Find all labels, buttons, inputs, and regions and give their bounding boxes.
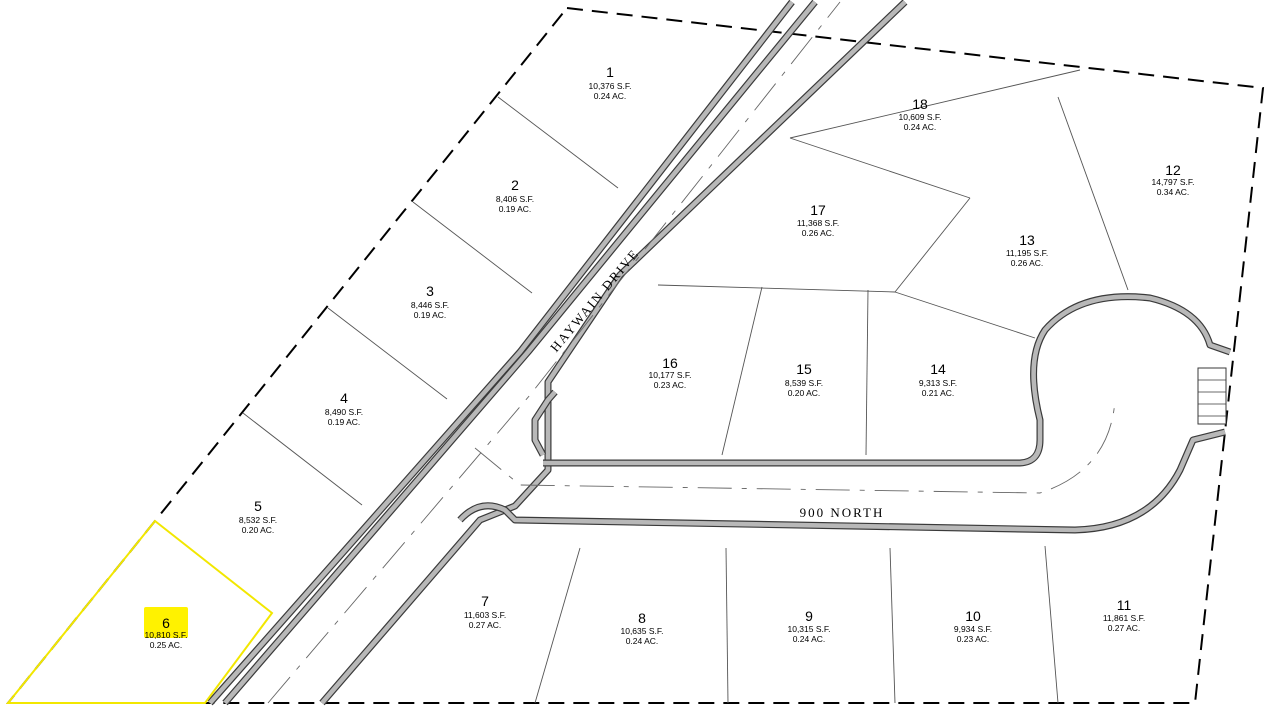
svg-text:10,177 S.F.: 10,177 S.F. <box>648 370 691 380</box>
lot-label-15[interactable]: 15 8,539 S.F. 0.20 AC. <box>785 361 823 398</box>
svg-text:0.27 AC.: 0.27 AC. <box>1108 623 1141 633</box>
svg-text:0.24 AC.: 0.24 AC. <box>626 636 659 646</box>
svg-text:8,406 S.F.: 8,406 S.F. <box>496 194 534 204</box>
svg-text:11: 11 <box>1117 597 1132 613</box>
svg-text:10: 10 <box>965 608 981 624</box>
svg-text:0.25 AC.: 0.25 AC. <box>150 640 183 650</box>
svg-text:2: 2 <box>511 177 519 193</box>
svg-text:8,446 S.F.: 8,446 S.F. <box>411 300 449 310</box>
svg-text:0.20 AC.: 0.20 AC. <box>788 388 821 398</box>
svg-text:17: 17 <box>810 202 826 218</box>
900-north-north-curb <box>531 293 1232 467</box>
lot-label-12[interactable]: 12 14,797 S.F. 0.34 AC. <box>1151 162 1194 197</box>
svg-text:10,810 S.F.: 10,810 S.F. <box>144 630 187 640</box>
svg-text:18: 18 <box>912 96 928 112</box>
svg-text:11,368 S.F.: 11,368 S.F. <box>797 218 839 228</box>
lot-label-2[interactable]: 2 8,406 S.F. 0.19 AC. <box>496 177 534 214</box>
svg-text:4: 4 <box>340 390 348 406</box>
svg-text:11,861 S.F.: 11,861 S.F. <box>1103 613 1145 623</box>
svg-text:0.19 AC.: 0.19 AC. <box>499 204 532 214</box>
lot-label-10[interactable]: 10 9,934 S.F. 0.23 AC. <box>954 608 992 644</box>
900-north-centerline <box>474 399 1116 494</box>
lot-label-4[interactable]: 4 8,490 S.F. 0.19 AC. <box>325 390 363 427</box>
lot-label-6[interactable]: 6 10,810 S.F. 0.25 AC. <box>144 615 187 650</box>
svg-text:0.24 AC.: 0.24 AC. <box>594 91 627 101</box>
lot-label-8[interactable]: 8 10,635 S.F. 0.24 AC. <box>620 610 663 646</box>
svg-text:15: 15 <box>796 361 812 377</box>
svg-text:0.23 AC.: 0.23 AC. <box>957 634 990 644</box>
lot-label-11[interactable]: 11 11,861 S.F. 0.27 AC. <box>1103 597 1145 633</box>
svg-text:14,797 S.F.: 14,797 S.F. <box>1151 177 1194 187</box>
svg-text:6: 6 <box>162 615 170 631</box>
lot-label-7[interactable]: 7 11,603 S.F. 0.27 AC. <box>464 593 506 630</box>
svg-text:7: 7 <box>481 593 489 609</box>
svg-text:0.27 AC.: 0.27 AC. <box>469 620 502 630</box>
svg-text:10,609 S.F.: 10,609 S.F. <box>898 112 941 122</box>
svg-text:9: 9 <box>805 608 813 624</box>
svg-text:16: 16 <box>662 355 678 371</box>
lot-label-17[interactable]: 17 11,368 S.F. 0.26 AC. <box>797 202 839 238</box>
svg-text:11,195 S.F.: 11,195 S.F. <box>1006 248 1048 258</box>
svg-text:5: 5 <box>254 498 262 514</box>
haywain-drive-west-curb <box>207 0 795 706</box>
lot-label-3[interactable]: 3 8,446 S.F. 0.19 AC. <box>411 283 449 320</box>
svg-text:0.26 AC.: 0.26 AC. <box>1011 258 1044 268</box>
svg-text:9,934 S.F.: 9,934 S.F. <box>954 624 992 634</box>
svg-text:0.20 AC.: 0.20 AC. <box>242 525 275 535</box>
svg-text:10,635 S.F.: 10,635 S.F. <box>620 626 663 636</box>
svg-text:0.19 AC.: 0.19 AC. <box>414 310 447 320</box>
lot-label-16[interactable]: 16 10,177 S.F. 0.23 AC. <box>648 355 691 390</box>
svg-text:12: 12 <box>1165 162 1181 178</box>
svg-text:0.24 AC.: 0.24 AC. <box>904 122 937 132</box>
svg-text:0.19 AC.: 0.19 AC. <box>328 417 361 427</box>
svg-text:8,539 S.F.: 8,539 S.F. <box>785 378 823 388</box>
lot-label-13[interactable]: 13 11,195 S.F. 0.26 AC. <box>1006 232 1048 268</box>
lot-label-5[interactable]: 5 8,532 S.F. 0.20 AC. <box>239 498 277 535</box>
svg-text:10,376 S.F.: 10,376 S.F. <box>588 81 631 91</box>
svg-text:9,313 S.F.: 9,313 S.F. <box>919 378 957 388</box>
lot-label-18[interactable]: 18 10,609 S.F. 0.24 AC. <box>898 96 941 132</box>
svg-text:8,532 S.F.: 8,532 S.F. <box>239 515 277 525</box>
lot-6-highlight-marker <box>144 607 188 638</box>
lot-label-14[interactable]: 14 9,313 S.F. 0.21 AC. <box>919 361 957 398</box>
svg-text:3: 3 <box>426 283 434 299</box>
haywain-drive-centerline <box>267 1 841 704</box>
900-north-road <box>457 293 1232 534</box>
haywain-drive-road <box>207 0 908 706</box>
lot-label-1[interactable]: 1 10,376 S.F. 0.24 AC. <box>588 64 631 101</box>
lot-6-highlight-outline <box>5 519 274 704</box>
svg-text:1: 1 <box>606 64 614 80</box>
svg-text:10,315 S.F.: 10,315 S.F. <box>787 624 830 634</box>
street-name-900-north: 900 NORTH <box>800 505 885 520</box>
900-north-south-curb <box>457 428 1226 534</box>
svg-text:0.34 AC.: 0.34 AC. <box>1157 187 1190 197</box>
lot-label-9[interactable]: 9 10,315 S.F. 0.24 AC. <box>787 608 830 644</box>
lot-lines <box>154 69 1129 704</box>
svg-text:8,490 S.F.: 8,490 S.F. <box>325 407 363 417</box>
svg-text:8: 8 <box>638 610 646 626</box>
svg-text:11,603 S.F.: 11,603 S.F. <box>464 610 506 620</box>
subdivision-boundary <box>5 6 1265 704</box>
cul-de-sac-ramp <box>1197 367 1227 425</box>
haywain-drive-median <box>222 0 818 706</box>
svg-text:0.23 AC.: 0.23 AC. <box>654 380 687 390</box>
haywain-drive-east-curb <box>319 0 908 706</box>
svg-text:0.24 AC.: 0.24 AC. <box>793 634 826 644</box>
svg-text:13: 13 <box>1019 232 1035 248</box>
svg-text:0.21 AC.: 0.21 AC. <box>922 388 955 398</box>
svg-text:0.26 AC.: 0.26 AC. <box>802 228 835 238</box>
svg-text:14: 14 <box>930 361 946 377</box>
